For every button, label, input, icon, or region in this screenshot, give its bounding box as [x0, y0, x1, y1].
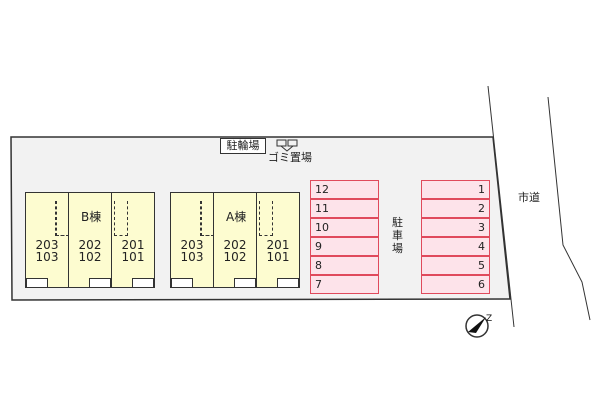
parking-space: 7 [310, 275, 379, 294]
parking-space: 12 [310, 180, 379, 199]
parking-space: 5 [421, 256, 490, 275]
north-arrow-icon: Z [465, 314, 492, 338]
entrance-outline [55, 201, 69, 236]
parking-space: 1 [421, 180, 490, 199]
road-edge-right [547, 96, 591, 321]
road-label: 市道 [518, 191, 540, 204]
parking-space: 11 [310, 199, 379, 218]
parking-space: 4 [421, 237, 490, 256]
entrance-outline [259, 201, 273, 236]
balcony [89, 278, 111, 288]
road-edge-left [487, 85, 515, 328]
parking-space: 8 [310, 256, 379, 275]
balcony [26, 278, 48, 288]
parking-space: 10 [310, 218, 379, 237]
parking-space: 2 [421, 199, 490, 218]
garbage-icon [276, 139, 298, 152]
bicycle-parking-label: 駐輪場 [220, 138, 266, 154]
balcony [171, 278, 193, 288]
balcony [132, 278, 154, 288]
parking-area-label: 駐車場 [392, 216, 403, 255]
parking-space: 3 [421, 218, 490, 237]
svg-text:Z: Z [486, 314, 492, 324]
balcony [277, 278, 299, 288]
entrance-outline [200, 201, 214, 236]
parking-space: 9 [310, 237, 379, 256]
garbage-label: ゴミ置場 [268, 151, 312, 164]
entrance-outline [114, 201, 128, 236]
balcony [234, 278, 256, 288]
building-name: A棟 [226, 210, 247, 224]
parking-space: 6 [421, 275, 490, 294]
building-name: B棟 [81, 210, 102, 224]
